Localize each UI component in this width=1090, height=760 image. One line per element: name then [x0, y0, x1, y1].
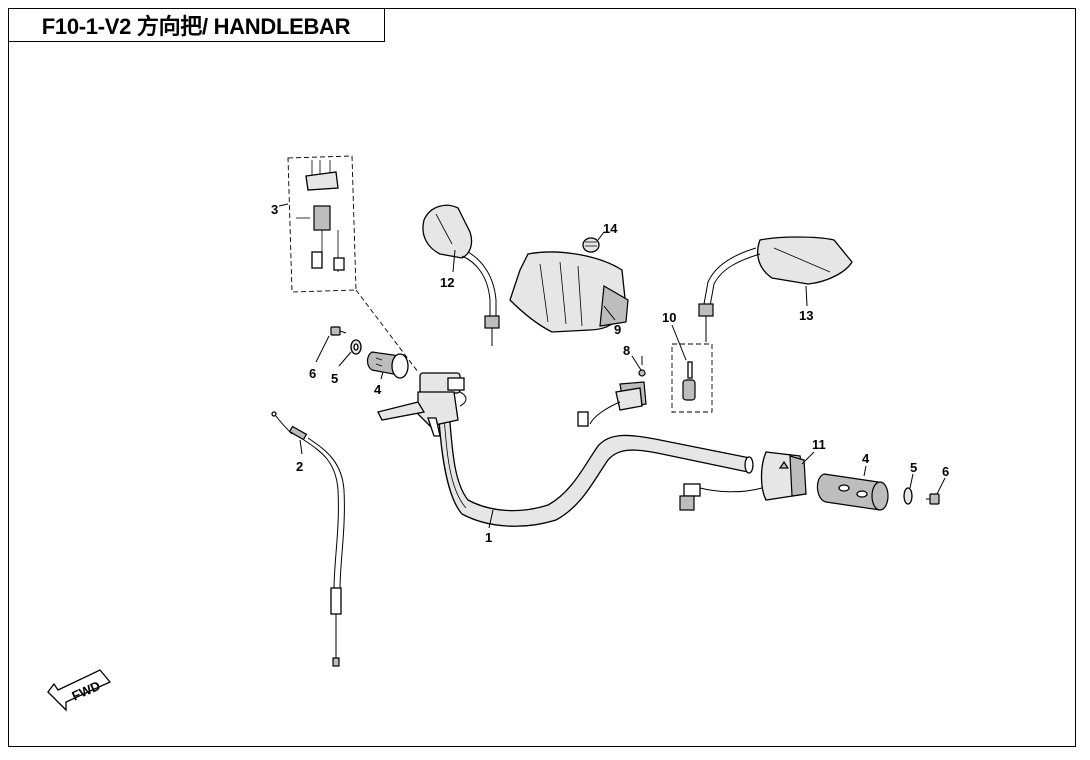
- left-washer: [350, 339, 362, 355]
- callout-6-right: 6: [942, 464, 949, 479]
- clamp-assembly: [671, 343, 713, 413]
- left-bolt: [330, 326, 347, 336]
- leader-lines: [278, 203, 946, 529]
- diagram-title: F10-1-V2 方向把/ HANDLEBAR: [41, 13, 351, 39]
- drawing-frame: [8, 8, 1076, 747]
- right-washer: [903, 487, 913, 505]
- callout-9: 9: [614, 322, 621, 337]
- callout-4-right: 4: [862, 451, 870, 466]
- right-grip: [816, 473, 889, 511]
- callout-8: 8: [623, 343, 630, 358]
- callout-12: 12: [440, 275, 454, 290]
- handlebar-tube: [437, 399, 754, 527]
- brake-master-cylinder: [377, 372, 467, 437]
- callout-2: 2: [296, 459, 303, 474]
- callout-3: 3: [271, 202, 278, 217]
- cover-cap: [582, 237, 600, 253]
- callout-14: 14: [603, 221, 618, 236]
- callout-1: 1: [485, 530, 492, 545]
- callout-5-right: 5: [910, 460, 917, 475]
- throttle-cable: [271, 411, 345, 667]
- title-box: F10-1-V2 方向把/ HANDLEBAR: [8, 8, 385, 42]
- callout-11: 11: [812, 437, 826, 452]
- fwd-arrow: FWD: [47, 669, 112, 712]
- callout-13: 13: [799, 308, 813, 323]
- right-bolt: [926, 493, 940, 505]
- switch-kit-guide-line: [355, 289, 419, 373]
- callout-10: 10: [662, 310, 676, 325]
- callout-labels: 1 2 3 4 5 6 8 9 10 11 12 13 14 4 5 6: [271, 202, 949, 545]
- callout-6-left: 6: [309, 366, 316, 381]
- callout-5-left: 5: [331, 371, 338, 386]
- left-mirror: [422, 204, 500, 346]
- switch-kit-assembly: [287, 155, 357, 293]
- callout-4-left: 4: [374, 382, 382, 397]
- right-mirror: [698, 236, 853, 342]
- handlebar-cover: [509, 251, 629, 333]
- center-switch-unit: [577, 369, 647, 427]
- left-grip: [366, 351, 409, 379]
- right-switch-housing: [679, 451, 807, 511]
